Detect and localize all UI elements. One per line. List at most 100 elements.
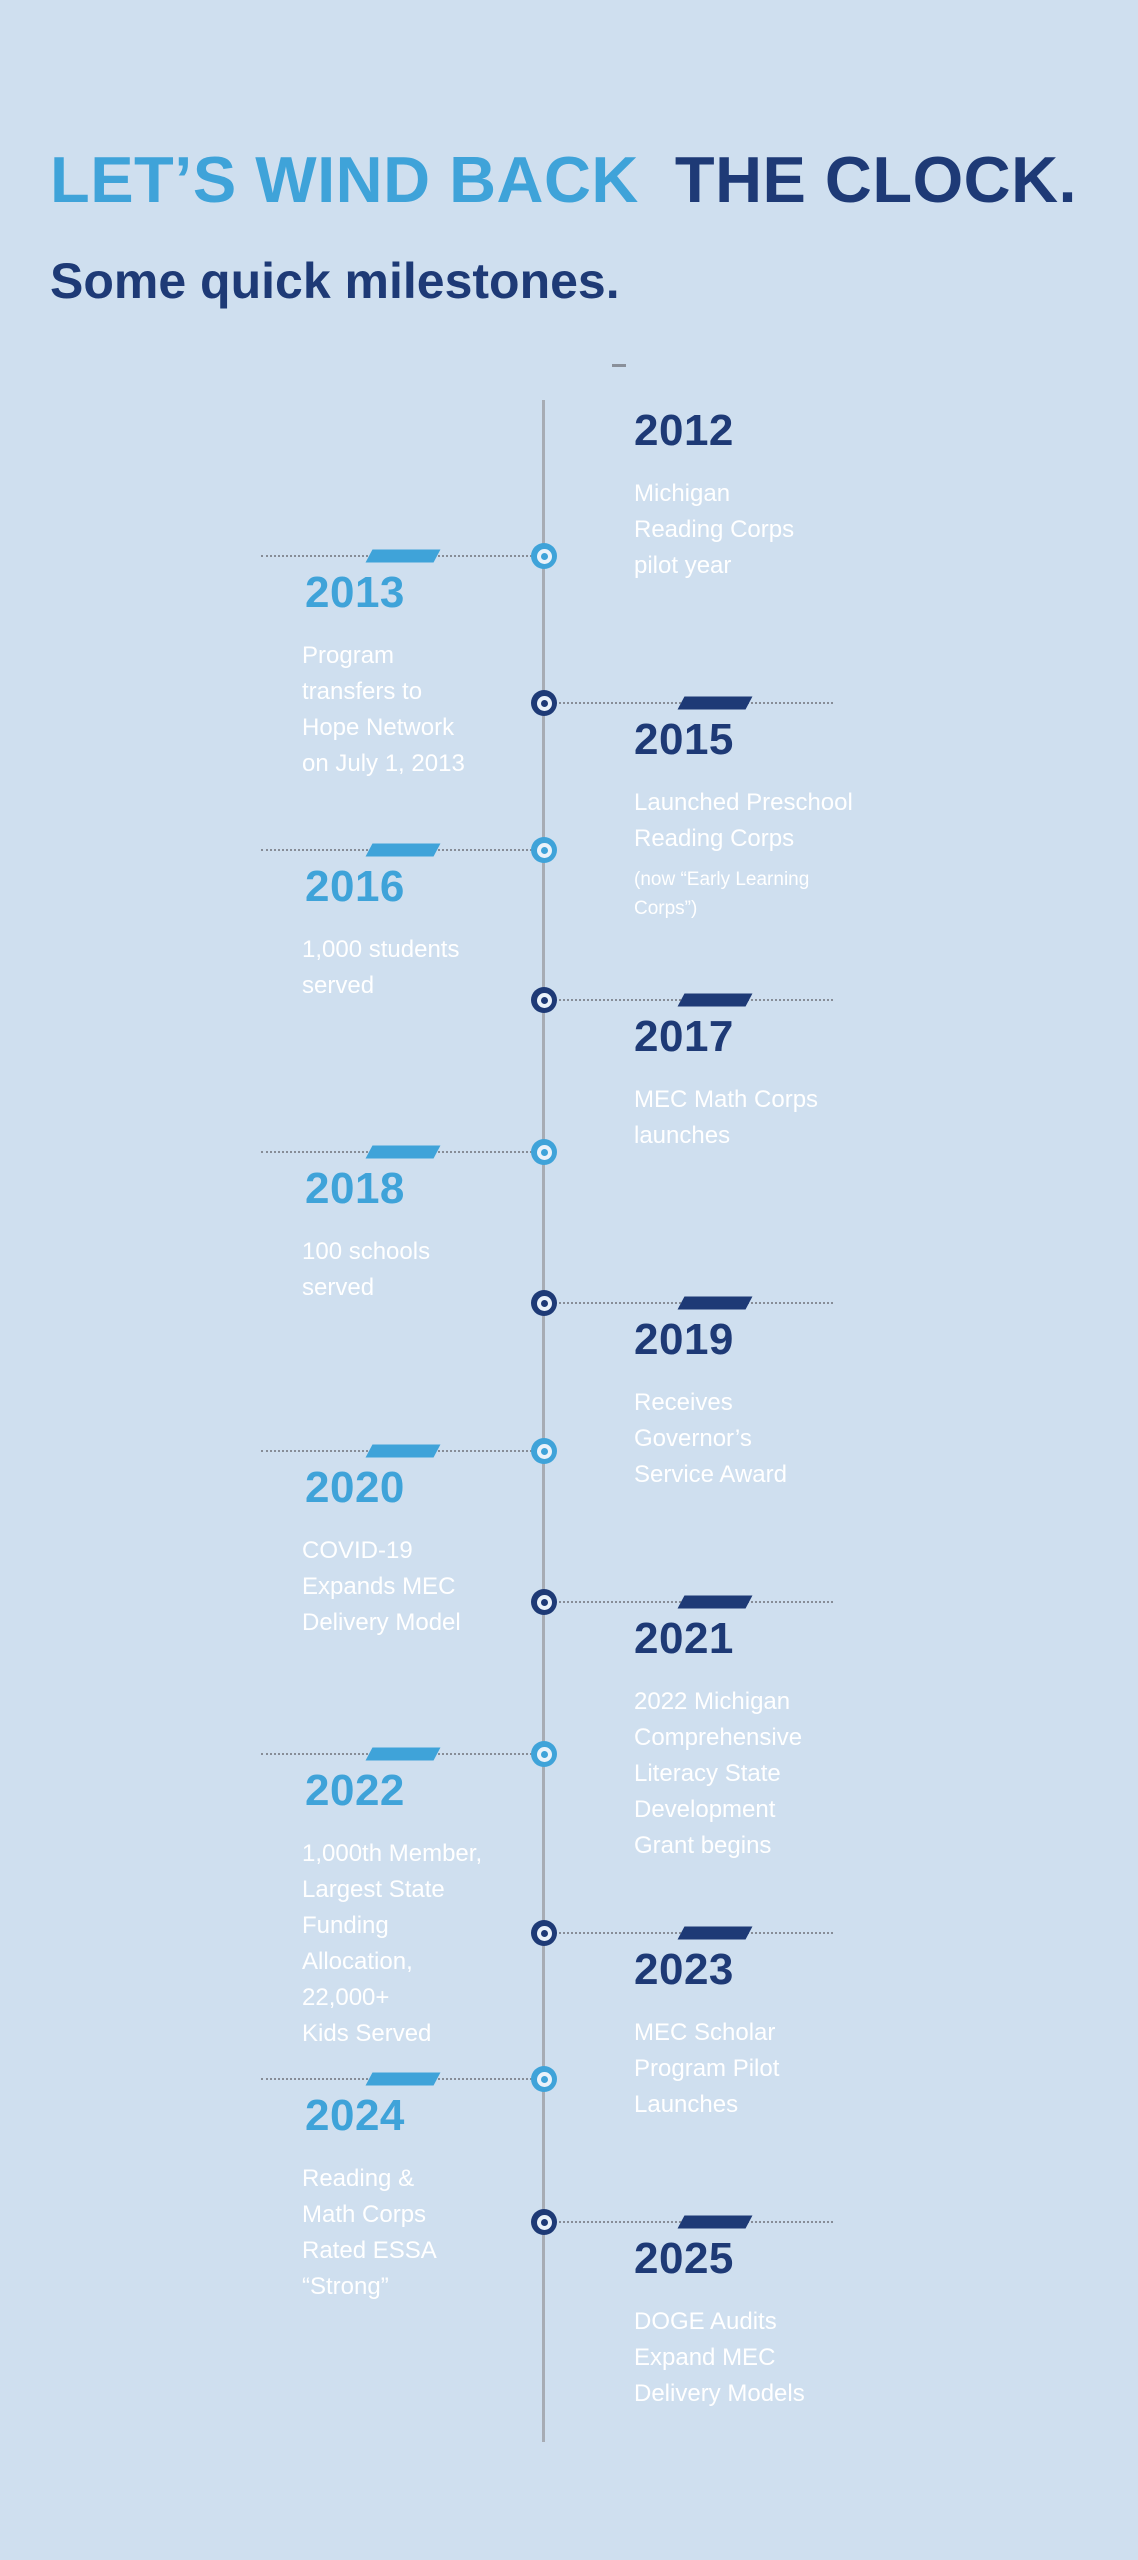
page-title-accent: LET’S WIND BACK: [50, 143, 639, 216]
milestone-text-line: Michigan: [634, 480, 731, 507]
milestone-year: 2024: [305, 2091, 405, 2140]
page-title: LET’S WIND BACK THE CLOCK.: [50, 142, 1077, 217]
milestone-text-line: Rated ESSA: [302, 2237, 437, 2264]
milestone-text-line: 22,000+: [302, 1984, 390, 2011]
milestone-text-line: transfers to: [302, 678, 423, 705]
timeline-dot-ring: [536, 992, 552, 1008]
timeline-dot-core: [540, 2075, 548, 2083]
milestone-text: 100 schools served: [302, 1234, 552, 1306]
milestone-text-line: Reading Corps: [634, 516, 795, 543]
milestone-bar: [365, 1444, 441, 1458]
milestone-text-line: Delivery Model: [302, 1609, 461, 1636]
milestone-subtext-line: (now “Early Learning: [634, 869, 810, 890]
milestone-text-line: served: [302, 1274, 375, 1301]
timeline-dot-ring: [536, 1443, 552, 1459]
top-tick-mark: [612, 364, 626, 367]
milestone-year: 2013: [305, 568, 405, 617]
milestone-text-line: pilot year: [634, 552, 732, 579]
timeline-dot: [531, 543, 557, 569]
milestone-bar: [365, 843, 441, 857]
milestone-text-line: Literacy State: [634, 1760, 781, 1787]
milestone-text-line: Service Award: [634, 1461, 787, 1488]
milestone-bar: [677, 1296, 753, 1310]
timeline-dot: [531, 1920, 557, 1946]
page-title-dark: THE CLOCK.: [674, 143, 1078, 216]
milestone-year: 2016: [305, 862, 405, 911]
milestone-bar: [677, 696, 753, 710]
milestone-text-line: Funding: [302, 1912, 389, 1939]
timeline-dot-ring: [536, 1746, 552, 1762]
timeline-dot: [531, 2066, 557, 2092]
milestone-text-line: Allocation,: [302, 1948, 413, 1975]
milestone-text-line: Reading &: [302, 2165, 415, 2192]
milestone-text-line: Hope Network: [302, 714, 455, 741]
timeline-dot-core: [540, 1929, 548, 1937]
timeline-dot: [531, 690, 557, 716]
timeline-dot-ring: [536, 2214, 552, 2230]
milestone-text-line: Expands MEC: [302, 1573, 456, 1600]
timeline-dot: [531, 1139, 557, 1165]
milestone-year: 2025: [634, 2234, 734, 2283]
timeline-dot-core: [540, 699, 548, 707]
timeline-dot-core: [540, 552, 548, 560]
milestone-text-line: Reading Corps: [634, 825, 795, 852]
milestone-text-line: DOGE Audits: [634, 2308, 777, 2335]
timeline-dot-core: [540, 846, 548, 854]
milestone-text-line: Grant begins: [634, 1832, 772, 1859]
milestone-bar: [365, 1145, 441, 1159]
milestone-year: 2021: [634, 1614, 734, 1663]
milestone-text-line: Development: [634, 1796, 776, 1823]
timeline-dot: [531, 837, 557, 863]
milestone-bar: [365, 549, 441, 563]
milestone-text-line: Largest State: [302, 1876, 445, 1903]
milestone-year: 2018: [305, 1164, 405, 1213]
timeline-dot-ring: [536, 1144, 552, 1160]
milestone-year: 2022: [305, 1766, 405, 1815]
milestone-text-line: MEC Math Corps: [634, 1086, 819, 1113]
timeline-dot: [531, 1741, 557, 1767]
milestone-text-line: Comprehensive: [634, 1724, 803, 1751]
milestone-text-line: COVID-19: [302, 1537, 413, 1564]
milestone-text-line: Program: [302, 642, 395, 669]
milestone-text-line: Launches: [634, 2091, 739, 2118]
milestone-text-line: Expand MEC: [634, 2344, 776, 2371]
milestone-year: 2023: [634, 1945, 734, 1994]
milestone-text-line: on July 1, 2013: [302, 750, 465, 777]
timeline-dot: [531, 1290, 557, 1316]
milestone-year: 2015: [634, 715, 734, 764]
timeline-dot-ring: [536, 842, 552, 858]
milestone-bar: [365, 1747, 441, 1761]
timeline-dot-core: [540, 1750, 548, 1758]
milestone-text-line: Math Corps: [302, 2201, 427, 2228]
timeline-dot: [531, 987, 557, 1013]
timeline-dot-core: [540, 1299, 548, 1307]
milestone-text-line: launches: [634, 1122, 731, 1149]
milestone-year: 2020: [305, 1463, 405, 1512]
timeline-dot-ring: [536, 1594, 552, 1610]
timeline-dot-core: [540, 996, 548, 1004]
milestone-text-line: 1,000th Member,: [302, 1840, 483, 1867]
milestone-text-line: Launched Preschool: [634, 789, 853, 816]
milestone-text: Program transfers to Hope Network on July 1…: [302, 638, 552, 782]
timeline-dot-ring: [536, 548, 552, 564]
milestone-text: MEC Math Corps launches: [634, 1082, 924, 1154]
milestone-subtext-line: Corps”): [634, 898, 698, 919]
milestone-text-line: “Strong”: [302, 2273, 389, 2300]
milestone-text-line: 100 schools: [302, 1238, 431, 1265]
timeline-dot-ring: [536, 695, 552, 711]
milestone-year: 2012: [634, 406, 734, 455]
milestone-text-line: Program Pilot: [634, 2055, 780, 2082]
milestone-text-line: Kids Served: [302, 2020, 432, 2047]
timeline-dot-core: [540, 2218, 548, 2226]
milestone-bar: [677, 1595, 753, 1609]
milestone-year: 2017: [634, 1012, 734, 1061]
